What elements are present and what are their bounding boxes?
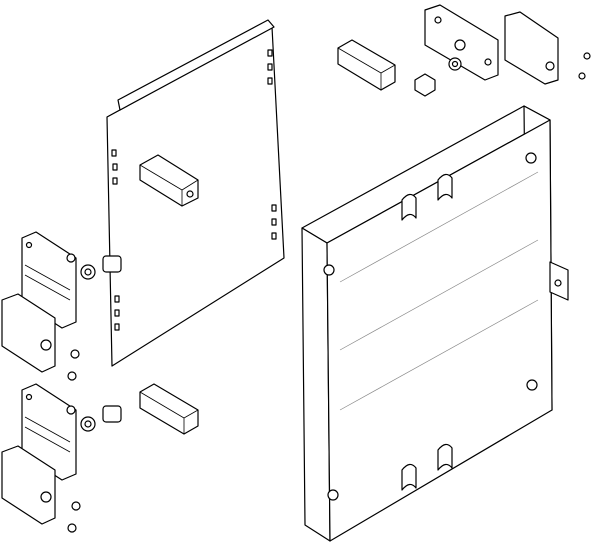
cover-screws: [323, 152, 538, 501]
left-hardware-lower: [1, 383, 199, 533]
mounting-plate: [106, 19, 285, 367]
plate-slots: [111, 49, 277, 331]
cover-latches: [401, 173, 453, 491]
hinge-bracket-right: [549, 261, 569, 301]
front-cover-panel: [301, 105, 569, 542]
top-hardware: [337, 4, 591, 97]
clip-block: [139, 154, 199, 207]
left-hardware-upper: [1, 231, 122, 381]
